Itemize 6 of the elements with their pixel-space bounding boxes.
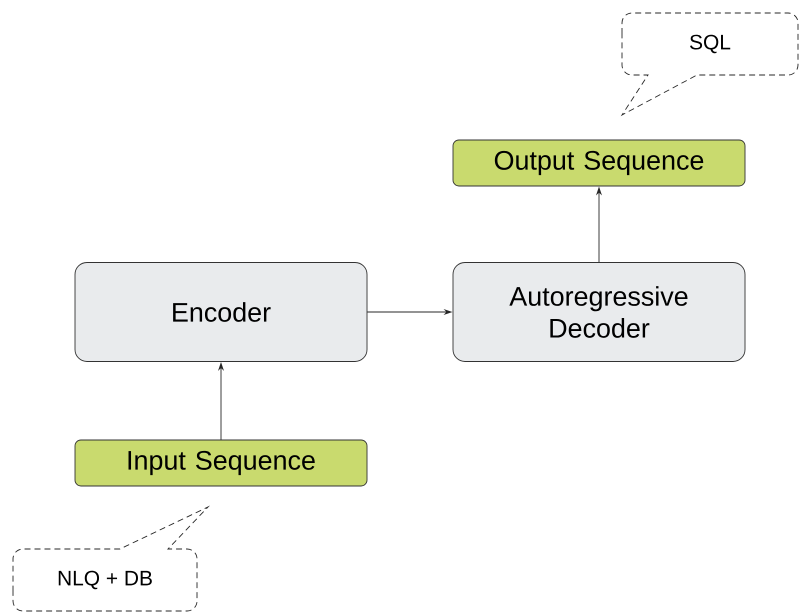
sequence-box: Input Sequence xyxy=(74,440,368,486)
process-box: Encoder xyxy=(74,262,368,362)
sequence-box: Output Sequence xyxy=(452,140,746,186)
speech-bubble: SQL xyxy=(622,12,798,116)
process-box: Autoregressive Decoder xyxy=(452,262,746,362)
speech-bubble: NLQ + DB xyxy=(12,506,208,612)
